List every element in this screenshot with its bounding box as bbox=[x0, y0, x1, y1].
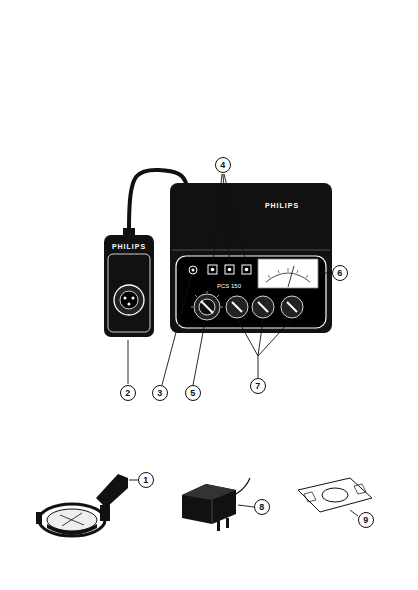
callout-circle: 2 bbox=[120, 385, 136, 401]
callout-circle: 1 bbox=[138, 472, 154, 488]
callout-circle: 9 bbox=[358, 512, 374, 528]
lens-holder bbox=[36, 474, 128, 536]
callout-circle: 8 bbox=[254, 499, 270, 515]
brand-name: PHILIPS bbox=[265, 202, 299, 209]
callout-circle: 3 bbox=[152, 385, 168, 401]
callout-number: 8 bbox=[259, 502, 264, 512]
callout-circle: 5 bbox=[185, 385, 201, 401]
leader-lines bbox=[128, 174, 358, 516]
callout-number: 6 bbox=[337, 268, 342, 278]
callout-number: 5 bbox=[190, 388, 195, 398]
cable bbox=[129, 170, 186, 235]
callout-number: 9 bbox=[363, 515, 368, 525]
callout-number: 4 bbox=[220, 160, 225, 170]
analyser-housing bbox=[170, 183, 332, 333]
mask-plate bbox=[298, 478, 372, 512]
analyser-housing: PHILIPS PCS 150 bbox=[170, 183, 332, 333]
callout-number: 7 bbox=[255, 381, 260, 391]
callout-circle: 6 bbox=[332, 265, 348, 281]
brand-name: PHILIPS bbox=[112, 243, 146, 250]
callout-number: 1 bbox=[143, 475, 148, 485]
callout-number: 3 bbox=[157, 388, 162, 398]
probe-body bbox=[104, 228, 154, 337]
model-name: PCS 150 bbox=[217, 283, 241, 289]
callout-circle: 4 bbox=[215, 157, 231, 173]
power-adapter bbox=[182, 478, 250, 531]
probe-body: PHILIPS bbox=[104, 235, 154, 337]
callout-circle: 7 bbox=[250, 378, 266, 394]
callout-number: 2 bbox=[125, 388, 130, 398]
